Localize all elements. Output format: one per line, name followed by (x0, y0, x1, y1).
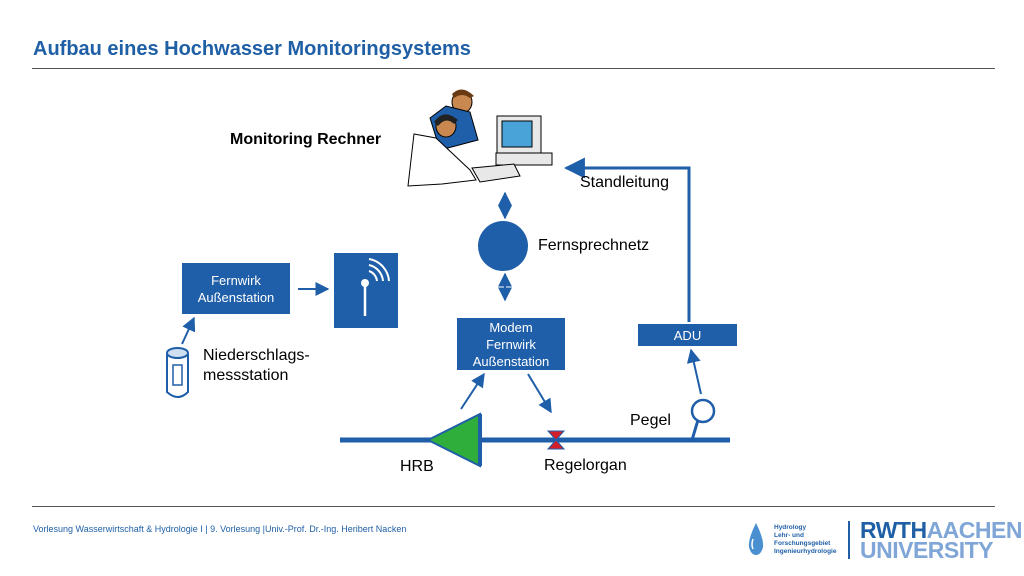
adu-box: ADU (638, 324, 737, 346)
footer-text: Vorlesung Wasserwirtschaft & Hydrologie … (33, 524, 407, 534)
fernsprechnetz-node (478, 221, 528, 271)
raingauge-fernwirk-arrow (181, 316, 196, 345)
page-title: Aufbau eines Hochwasser Monitoringsystem… (33, 38, 471, 60)
standleitung-arrow (563, 157, 691, 322)
hrb-reservoir-icon (425, 412, 481, 468)
pegel-label: Pegel (630, 412, 671, 429)
pegel-gauge-icon (690, 398, 716, 441)
regelorgan-label: Regelorgan (544, 457, 627, 474)
modem-station-box: Modem Fernwirk Außenstation (457, 318, 565, 370)
monitoring-rechner-label: Monitoring Rechner (230, 131, 382, 148)
standleitung-label: Standleitung (580, 174, 669, 191)
hrb-modem-arrow (460, 372, 485, 410)
valve-icon (546, 430, 566, 450)
pegel-adu-arrow (686, 348, 702, 395)
antenna-icon (334, 253, 398, 328)
rain-gauge-icon (166, 347, 189, 398)
footer-divider (32, 506, 995, 507)
modem-valve-arrow (527, 373, 552, 414)
title-divider (32, 68, 995, 69)
logo-divider (848, 521, 850, 559)
hrb-label: HRB (400, 458, 434, 475)
hydrology-logo-text: Hydrology Lehr- und Forschungsgebiet Ing… (774, 524, 837, 555)
monitoring-computer-icon (407, 89, 553, 187)
fernsprechnetz-label: Fernsprechnetz (538, 237, 650, 254)
rwth-logo: RWTHAACHEN UNIVERSITY (860, 517, 1022, 563)
water-drop-icon (748, 523, 764, 555)
niederschlags-label: Niederschlags- messstation (203, 347, 310, 384)
fernwirk-station-box: Fernwirk Außenstation (182, 263, 290, 314)
